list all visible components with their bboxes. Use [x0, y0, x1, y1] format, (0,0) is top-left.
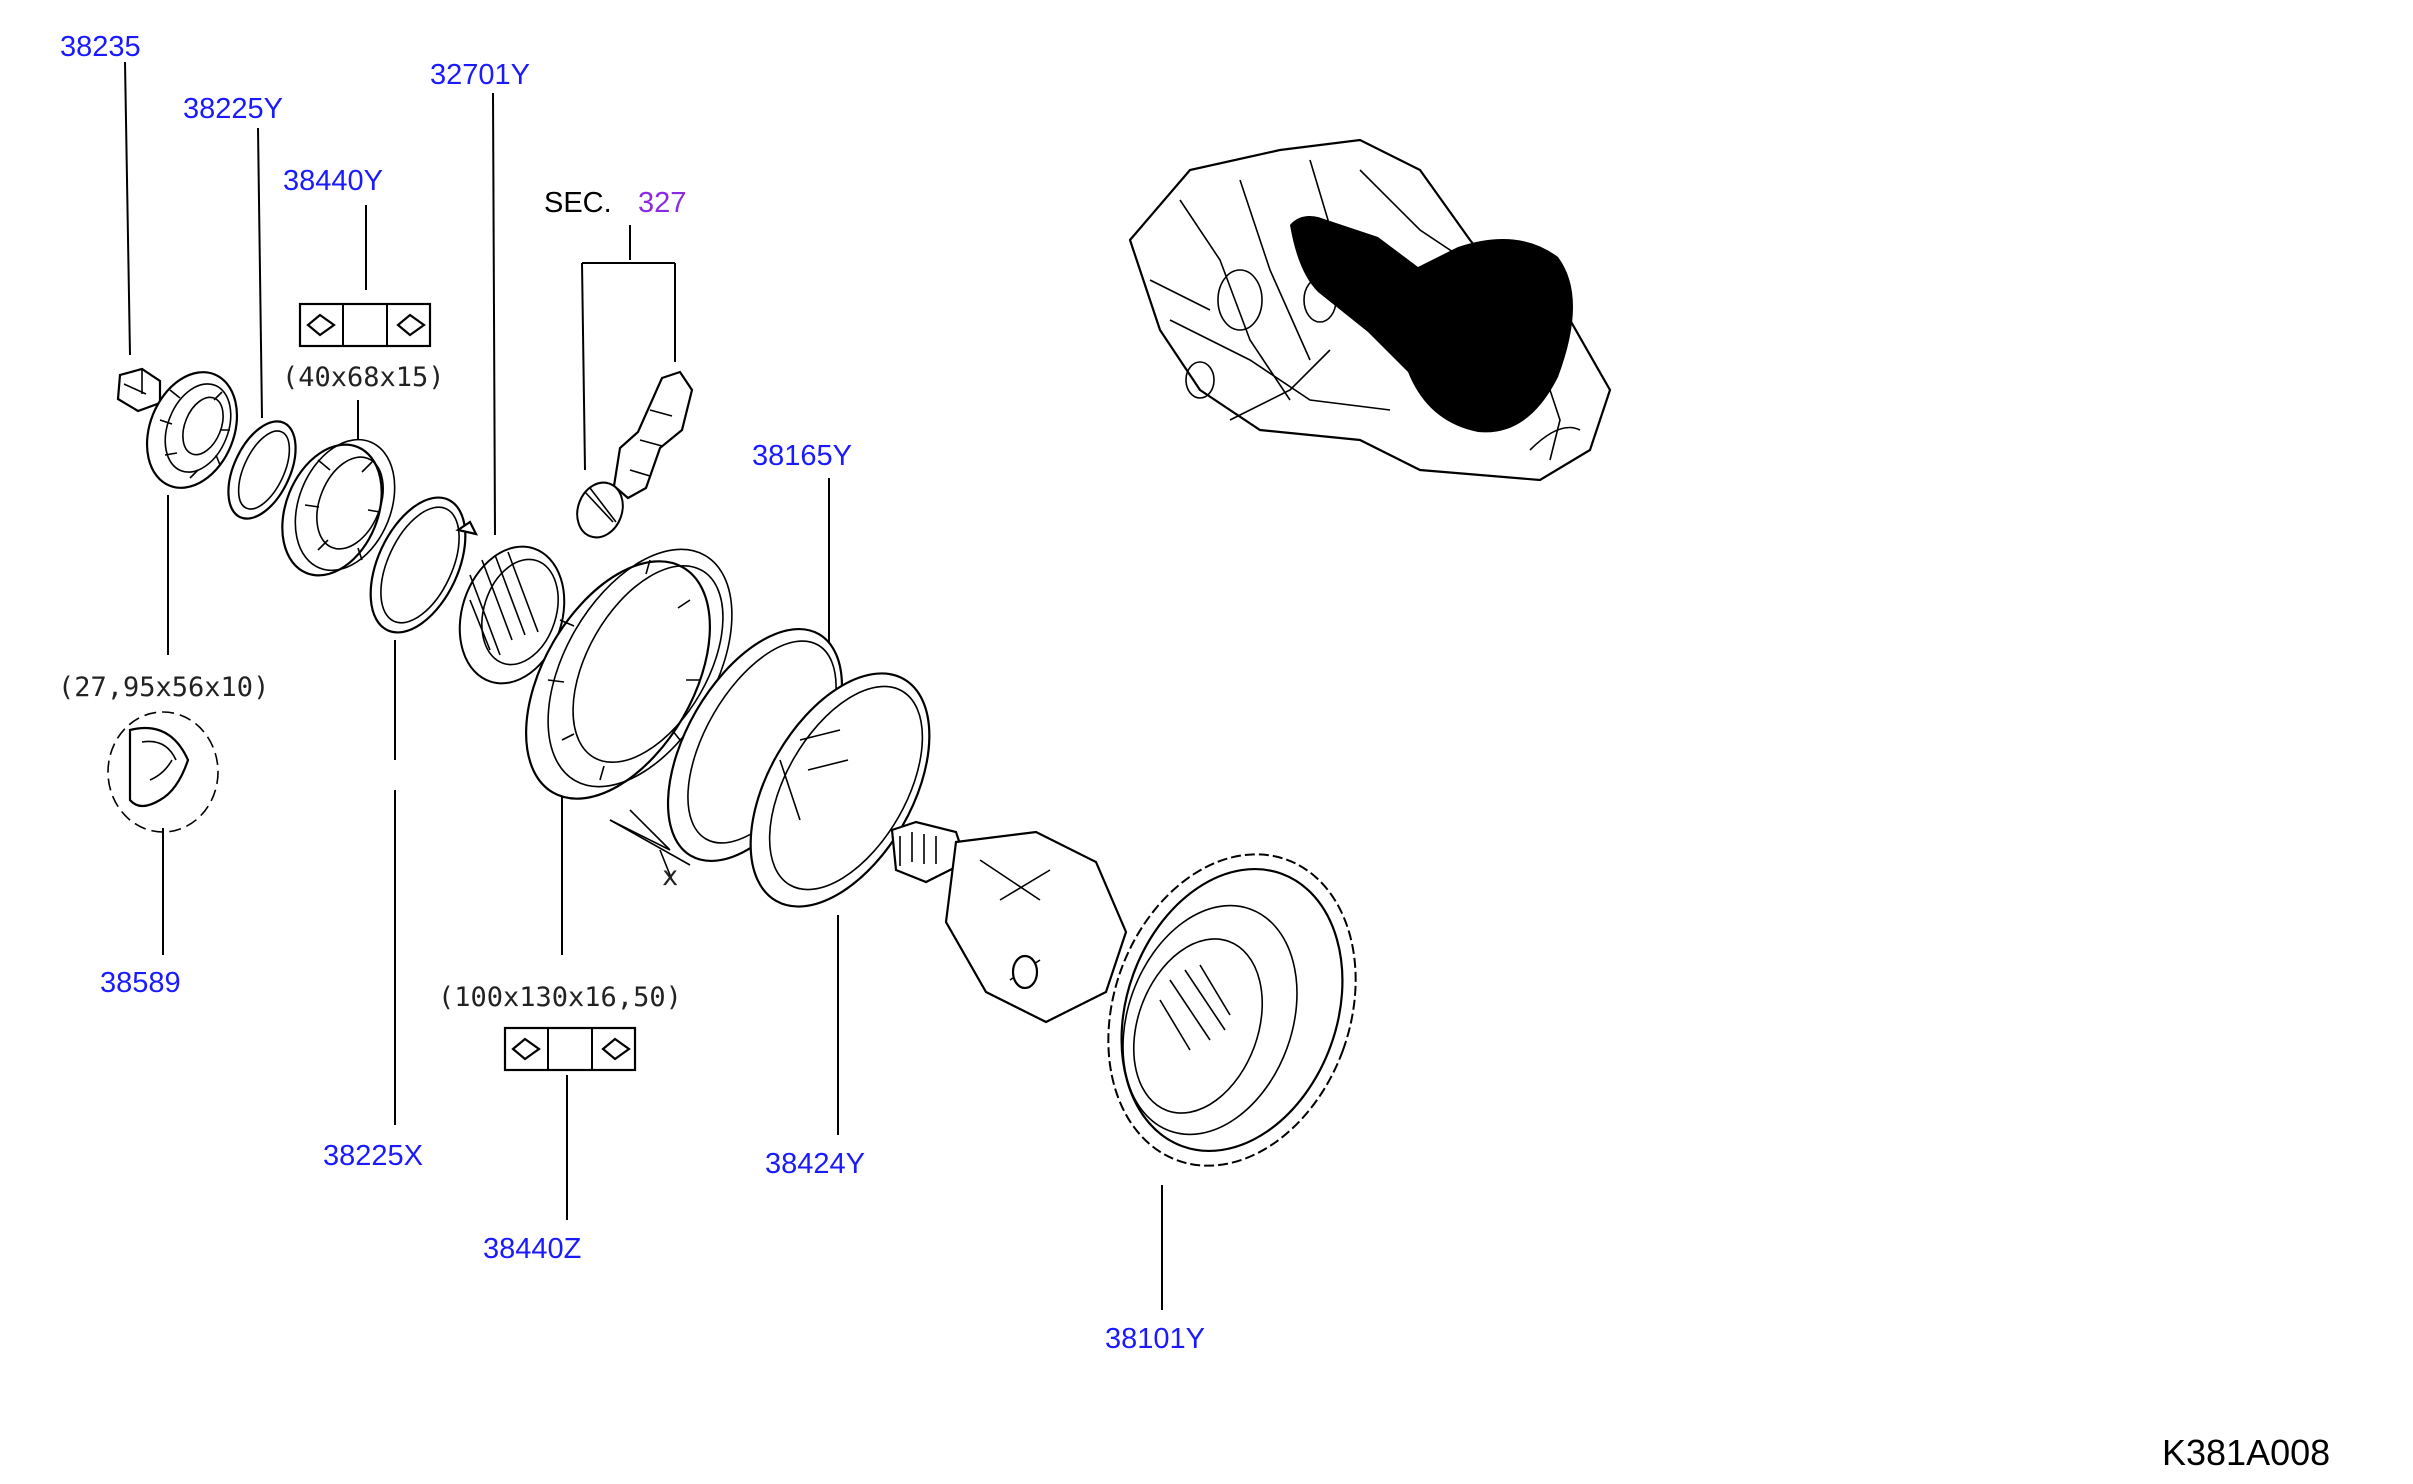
- part-label-38165Y[interactable]: 38165Y: [752, 440, 852, 472]
- dimension-label-bearing-mid: (40x68x15): [282, 362, 445, 393]
- part-38101Y-differential[interactable]: [890, 819, 1398, 1200]
- part-38589-seal[interactable]: [107, 711, 219, 833]
- diagram-code: K381A008: [2162, 1432, 2330, 1473]
- part-label-38440Y[interactable]: 38440Y: [283, 165, 383, 197]
- shim-icon-38440Z: [503, 1026, 637, 1072]
- part-label-38235[interactable]: 38235: [60, 31, 141, 63]
- part-bearing-mid[interactable]: [264, 425, 413, 591]
- transaxle-overview-illustration: [1128, 138, 1612, 482]
- leader-lines: [124, 61, 1163, 1310]
- part-bearing-large[interactable]: [488, 518, 770, 851]
- shim-icon-38440Y: [298, 302, 432, 348]
- part-bearing-small[interactable]: [131, 359, 254, 502]
- svg-text:x: x: [662, 861, 678, 892]
- part-38235-plug[interactable]: [116, 367, 162, 413]
- part-sec327-pinion[interactable]: [570, 370, 694, 544]
- axis-marks: x: [609, 819, 691, 892]
- part-label-38589[interactable]: 38589: [100, 967, 181, 999]
- part-label-38225X[interactable]: 38225X: [323, 1140, 423, 1172]
- part-label-38101Y[interactable]: 38101Y: [1105, 1323, 1205, 1355]
- part-38225X-ring[interactable]: [351, 483, 484, 647]
- part-label-38424Y[interactable]: 38424Y: [765, 1148, 865, 1180]
- dimension-label-bearing-large: (100x130x16,50): [438, 982, 682, 1013]
- section-ref-link[interactable]: 327: [638, 187, 686, 219]
- section-prefix: SEC.: [544, 187, 612, 219]
- part-38225Y-ring[interactable]: [215, 411, 310, 529]
- dimension-label-bearing-small: (27,95x56x10): [58, 672, 269, 703]
- part-label-32701Y[interactable]: 32701Y: [430, 59, 530, 91]
- part-label-38225Y[interactable]: 38225Y: [183, 93, 283, 125]
- part-label-38440Z[interactable]: 38440Z: [483, 1233, 581, 1265]
